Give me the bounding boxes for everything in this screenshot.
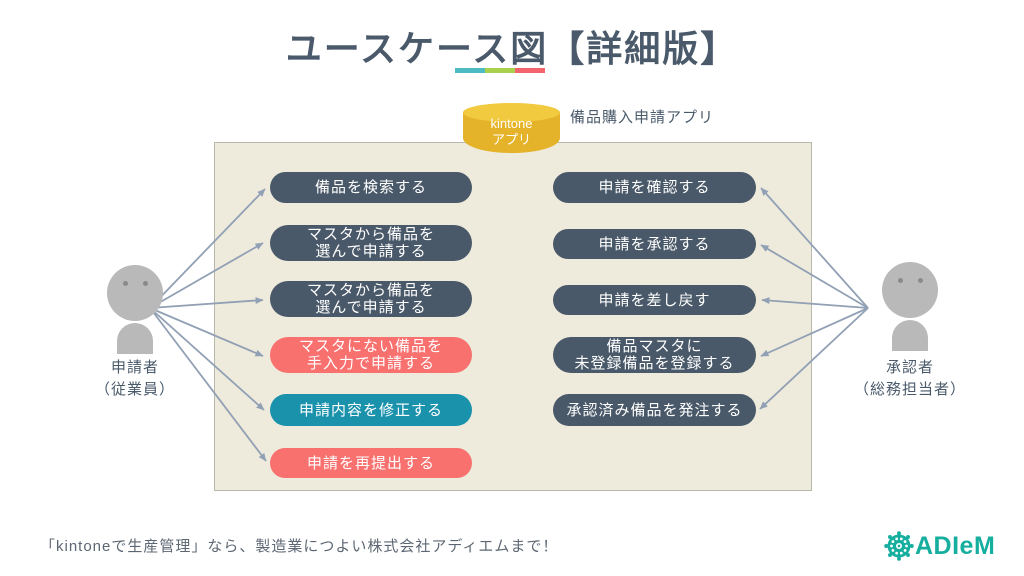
actor-eye-icon <box>918 278 923 283</box>
actor-applicant: 申請者 （従業員） <box>79 265 239 415</box>
gear-logo-icon <box>884 531 914 561</box>
kintone-datastore-cylinder: kintone アプリ <box>463 103 560 153</box>
use-case-apply-from-master-1: マスタから備品を 選んで申請する <box>270 225 472 261</box>
cylinder-label-line2: アプリ <box>491 132 531 147</box>
underline-segment-teal <box>455 68 485 73</box>
use-case-approve-application: 申請を承認する <box>553 229 756 259</box>
actor-applicant-body-icon <box>117 323 153 354</box>
use-case-edit-application: 申請内容を修正する <box>270 394 472 426</box>
use-case-return-application: 申請を差し戻す <box>553 285 756 315</box>
page-title: ユースケース図【詳細版】 <box>285 28 739 69</box>
cylinder-top-ellipse <box>463 103 560 122</box>
title-underline <box>455 68 545 73</box>
footer-tagline: 「kintoneで生産管理」なら、製造業につよい株式会社アディエムまで！ <box>40 538 559 555</box>
logo-wordmark: ADIeM <box>915 531 996 560</box>
use-case-apply-from-master-2: マスタから備品を 選んで申請する <box>270 281 472 317</box>
cylinder-label-line1: kintone <box>490 116 533 131</box>
actor-eye-icon <box>143 281 148 286</box>
app-name-label: 備品購入申請アプリ <box>570 109 715 126</box>
company-logo: ADIeM <box>884 531 995 561</box>
use-case-review-application: 申請を確認する <box>553 172 756 203</box>
actor-eye-icon <box>123 281 128 286</box>
use-case-apply-manual-entry: マスタにない備品を 手入力で申請する <box>270 337 472 373</box>
use-case-order-approved-items: 承認済み備品を発注する <box>553 394 756 426</box>
actor-approver-head-icon <box>882 262 938 318</box>
use-case-search-items: 備品を検索する <box>270 172 472 203</box>
use-case-register-to-master: 備品マスタに 未登録備品を登録する <box>553 337 756 373</box>
actor-applicant-label: 申請者 （従業員） <box>94 359 175 398</box>
actor-approver-body-icon <box>892 320 928 351</box>
actor-approver-label: 承認者 （総務担当者） <box>853 359 966 398</box>
underline-segment-red <box>515 68 545 73</box>
cylinder-label: kintone アプリ <box>463 116 560 148</box>
actor-approver: 承認者 （総務担当者） <box>838 262 998 412</box>
underline-segment-green <box>485 68 515 73</box>
actor-applicant-head-icon <box>107 265 163 321</box>
actor-eye-icon <box>898 278 903 283</box>
use-case-resubmit-application: 申請を再提出する <box>270 448 472 478</box>
